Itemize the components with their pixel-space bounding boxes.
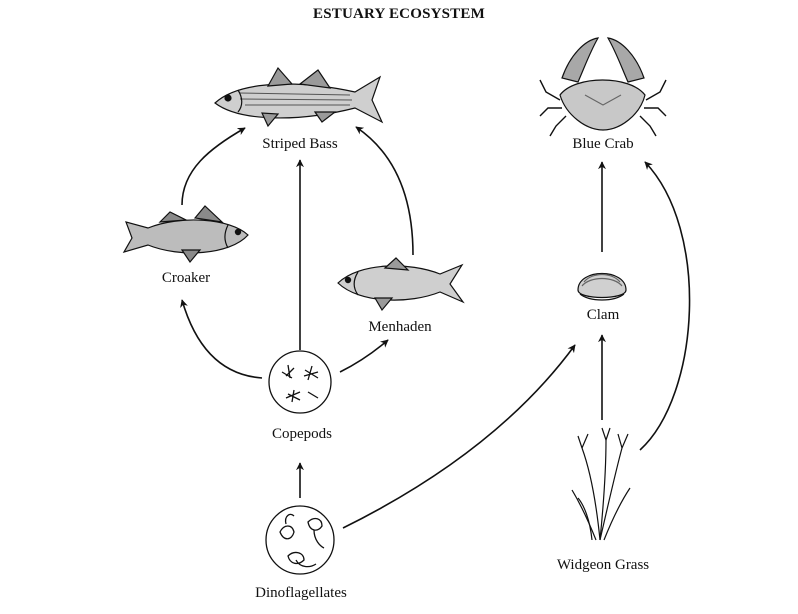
label-striped-bass: Striped Bass xyxy=(262,136,338,152)
striped-bass-icon xyxy=(214,66,384,128)
label-clam: Clam xyxy=(586,307,620,323)
arrow-widgeon-grass-to-blue-crab xyxy=(639,161,691,451)
label-menhaden: Menhaden xyxy=(368,319,432,335)
label-dinoflagellates: Dinoflagellates xyxy=(255,585,347,601)
arrow-menhaden-to-striped-bass xyxy=(355,126,414,256)
dinoflagellates-icon xyxy=(265,505,335,575)
diagram-title: ESTUARY ECOSYSTEM xyxy=(313,6,485,22)
label-widgeon-grass: Widgeon Grass xyxy=(556,557,650,573)
blue-crab-icon xyxy=(539,37,667,137)
arrow-copepods-to-croaker xyxy=(180,299,263,379)
menhaden-icon xyxy=(337,257,465,312)
copepods-icon xyxy=(268,350,332,414)
widgeon-grass-icon xyxy=(571,427,631,541)
croaker-icon xyxy=(122,205,249,264)
label-copepods: Copepods xyxy=(272,426,332,442)
arrow-croaker-to-striped-bass xyxy=(181,127,246,206)
label-croaker: Croaker xyxy=(161,270,211,286)
label-blue-crab: Blue Crab xyxy=(572,136,634,152)
arrow-dinoflagellates-to-clam xyxy=(342,344,576,529)
arrow-copepods-to-menhaden xyxy=(339,339,389,373)
clam-icon xyxy=(577,272,627,301)
